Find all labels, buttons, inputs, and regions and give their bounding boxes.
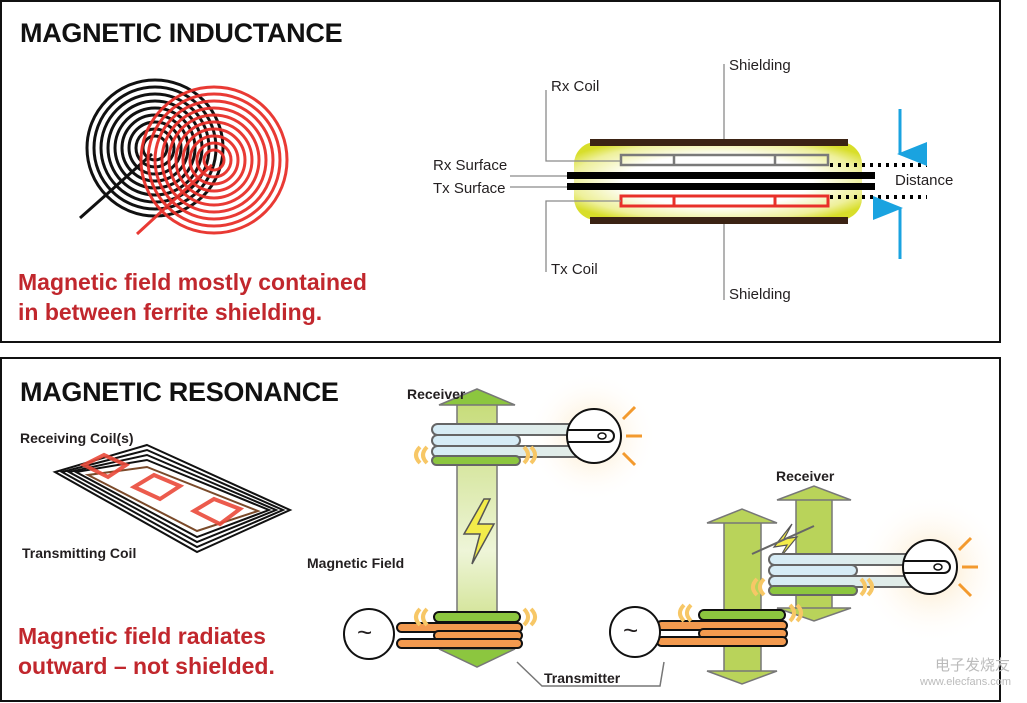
shielding-bottom-label: Shielding xyxy=(729,286,791,303)
transmitter-label: Transmitter xyxy=(544,670,621,686)
resonance-title: MAGNETIC RESONANCE xyxy=(20,377,339,407)
field-arrow-down-icon xyxy=(438,648,516,668)
watermark-text: 电子发烧友 xyxy=(935,657,1011,674)
distance-label: Distance xyxy=(895,172,954,189)
ac-source-icon xyxy=(609,606,661,658)
magnetic-field-column xyxy=(723,521,762,673)
top-shielding xyxy=(590,139,848,146)
lightning-bolt-icon xyxy=(462,498,496,565)
inductance-caption-line-1: Magnetic field mostly contained xyxy=(18,269,367,295)
resonance-wave-icon xyxy=(678,603,803,623)
ac-symbol-left: ~ xyxy=(357,617,373,647)
transmitter-bracket xyxy=(516,661,665,687)
transmitting-coil-label: Transmitting Coil xyxy=(22,545,137,561)
inductance-diagram xyxy=(79,64,927,300)
field-arrow-up-icon xyxy=(776,485,852,501)
offset-resonance-setup xyxy=(609,485,999,685)
red-spiral-coil-icon xyxy=(135,85,289,236)
shielding-top-label: Shielding xyxy=(729,57,791,74)
rx-coil-label: Rx Coil xyxy=(551,78,600,95)
receiving-coil-icon xyxy=(129,472,185,502)
magnetic-field-glow xyxy=(574,142,862,220)
watermark-url: www.elecfans.com xyxy=(920,676,1012,688)
tx-surface-label: Tx Surface xyxy=(433,180,506,197)
leader-lines xyxy=(510,64,725,300)
resonance-wave-icon xyxy=(751,577,874,597)
bottom-shielding xyxy=(590,217,848,224)
receiving-coils-label: Receiving Coil(s) xyxy=(20,430,134,446)
rx-surface xyxy=(567,172,875,179)
resonance-diagram xyxy=(52,372,999,687)
resonance-caption: Magnetic field radiates outward – not sh… xyxy=(18,621,275,681)
rx-surface-label: Rx Surface xyxy=(433,157,508,174)
magnetic-field-label: Magnetic Field xyxy=(307,555,405,571)
inductance-panel: MAGNETIC INDUCTANCE xyxy=(0,0,1001,343)
ac-symbol-right: ~ xyxy=(623,615,639,645)
ferrite-stack xyxy=(567,109,927,259)
field-arrow-up-icon xyxy=(438,388,516,406)
resonance-wave-icon xyxy=(414,445,537,465)
field-arrow-down-icon xyxy=(706,670,778,685)
light-bulb-icon xyxy=(902,536,978,598)
resonance-panel: MAGNETIC RESONANCE xyxy=(0,357,1001,702)
inductance-caption: Magnetic field mostly contained in betwe… xyxy=(18,267,367,327)
transmitting-pad-icon xyxy=(52,443,293,554)
resonance-caption-line-2: outward – not shielded. xyxy=(18,653,275,679)
receiving-coil-icon xyxy=(189,496,245,527)
tx-surface xyxy=(567,183,875,190)
rx-coil xyxy=(619,153,830,167)
aligned-resonance-setup xyxy=(343,372,657,668)
resonance-caption-line-1: Magnetic field radiates xyxy=(18,623,266,649)
field-arrow-down-icon xyxy=(776,607,852,622)
tx-coil-label: Tx Coil xyxy=(551,261,598,278)
receiving-coil-icon xyxy=(79,452,131,480)
resonance-wave-icon xyxy=(414,607,537,627)
light-bulb-icon xyxy=(566,405,642,467)
inductance-caption-line-2: in between ferrite shielding. xyxy=(18,299,323,325)
receiver-label-left: Receiver xyxy=(407,386,466,402)
ac-source-icon xyxy=(343,608,395,660)
receiver-label-right: Receiver xyxy=(776,468,835,484)
field-arrow-up-icon xyxy=(706,508,778,524)
inductance-title: MAGNETIC INDUCTANCE xyxy=(20,18,343,48)
